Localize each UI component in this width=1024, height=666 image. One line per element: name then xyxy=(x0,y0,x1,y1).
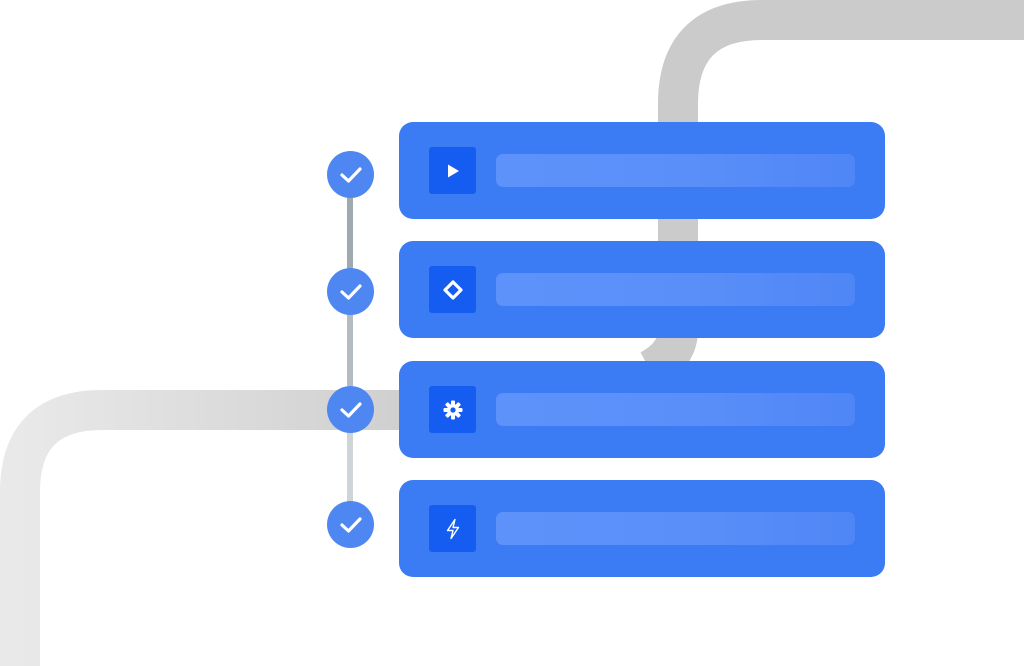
check-circle-4 xyxy=(327,501,374,548)
check-circle-2 xyxy=(327,268,374,315)
checkmark-icon xyxy=(339,401,362,418)
checkmark-icon xyxy=(339,166,362,183)
step-icon-tile-2 xyxy=(429,266,476,313)
background-path-upper xyxy=(639,0,1024,388)
step-card-2[interactable] xyxy=(399,241,885,338)
play-icon xyxy=(447,164,459,177)
step-card-1[interactable] xyxy=(399,122,885,219)
checkmark-icon xyxy=(339,283,362,300)
step-icon-tile-4 xyxy=(429,505,476,552)
connector-2 xyxy=(347,314,353,386)
step-placeholder-bar-2 xyxy=(496,273,855,306)
step-icon-tile-3 xyxy=(429,386,476,433)
step-icon-tile-1 xyxy=(429,147,476,194)
checkmark-icon xyxy=(339,516,362,533)
connector-3 xyxy=(347,431,353,503)
step-placeholder-bar-4 xyxy=(496,512,855,545)
connector-1 xyxy=(347,197,353,269)
step-placeholder-bar-3 xyxy=(496,393,855,426)
background-path-lower xyxy=(0,390,410,666)
step-card-4[interactable] xyxy=(399,480,885,577)
check-circle-3 xyxy=(327,386,374,433)
check-circle-1 xyxy=(327,151,374,198)
step-card-3[interactable] xyxy=(399,361,885,458)
diamond-icon xyxy=(442,279,463,300)
gear-icon xyxy=(443,400,462,419)
lightning-icon xyxy=(446,518,459,539)
step-placeholder-bar-1 xyxy=(496,154,855,187)
